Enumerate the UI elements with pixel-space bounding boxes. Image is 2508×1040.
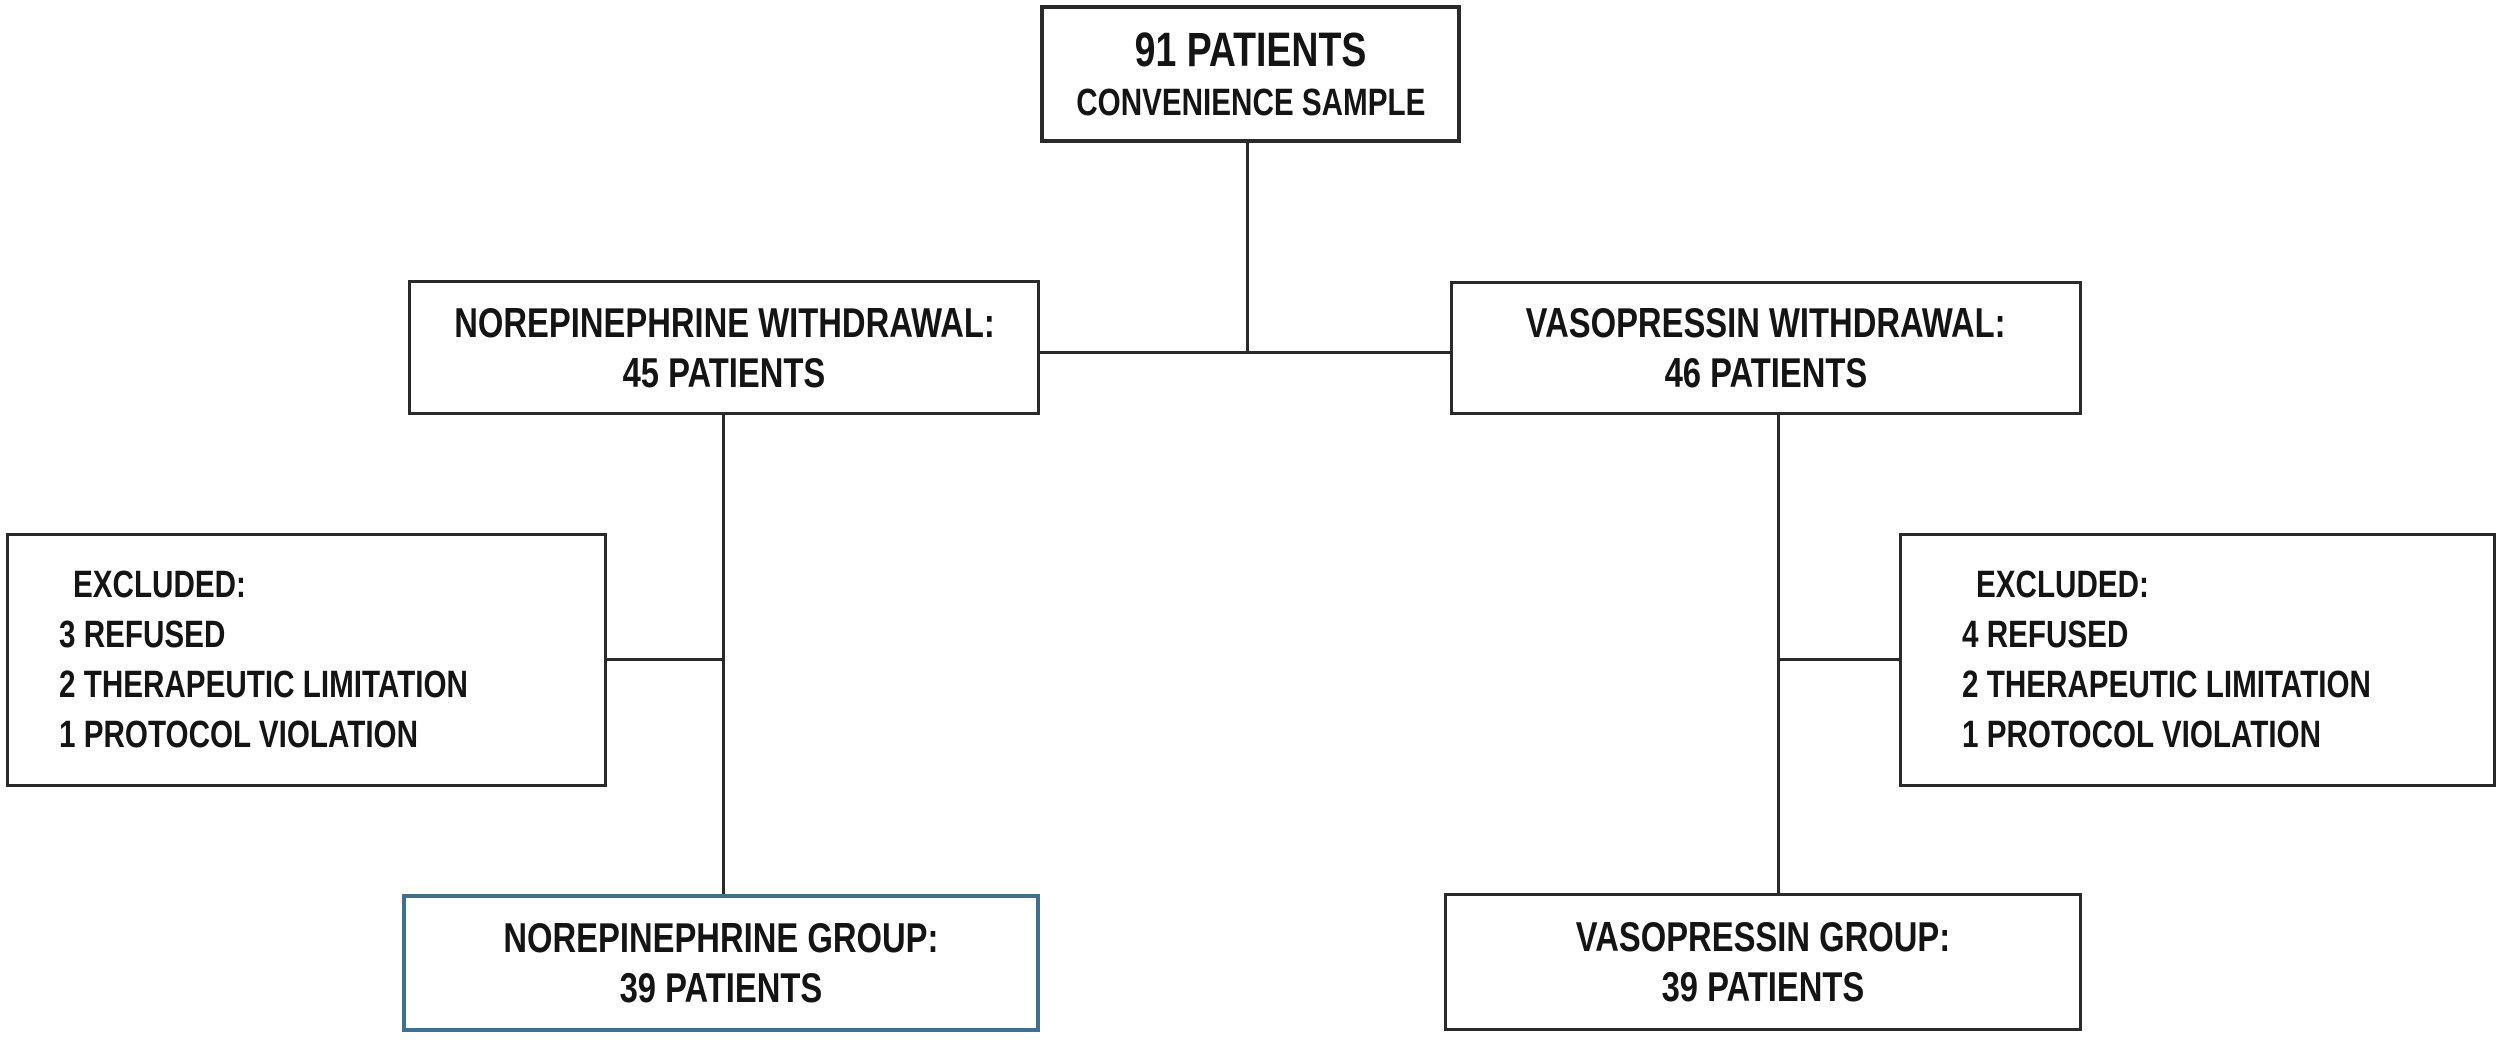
norepinephrine-excluded-item: 3 REFUSED	[59, 614, 226, 656]
vasopressin-withdrawal-count: 46 PATIENTS	[1664, 349, 1868, 396]
vasopressin-withdrawal-box: VASOPRESSIN WITHDRAWAL: 46 PATIENTS	[1450, 281, 2082, 415]
vasopressin-group-label: VASOPRESSIN GROUP:	[1575, 913, 1951, 960]
connector-vasopressin-excluded-stub	[1780, 658, 1901, 661]
vasopressin-excluded-item: 2 THERAPEUTIC LIMITATION	[1962, 664, 2371, 706]
vasopressin-group-box: VASOPRESSIN GROUP: 39 PATIENTS	[1444, 893, 2082, 1031]
norepinephrine-group-count: 39 PATIENTS	[619, 964, 823, 1011]
norepinephrine-excluded-header: EXCLUDED:	[73, 564, 246, 606]
vasopressin-excluded-header: EXCLUDED:	[1976, 564, 2149, 606]
vasopressin-excluded-item: 1 PROTOCOL VIOLATION	[1962, 714, 2322, 756]
vasopressin-excluded-item: 4 REFUSED	[1962, 614, 2129, 656]
total-patients-count: 91 PATIENTS	[1134, 24, 1367, 77]
total-sample-type: CONVENIENCE SAMPLE	[1075, 82, 1426, 124]
connector-vasopressin-vertical	[1777, 415, 1780, 893]
vasopressin-withdrawal-label: VASOPRESSIN WITHDRAWAL:	[1526, 299, 2006, 346]
norepinephrine-excluded-item: 2 THERAPEUTIC LIMITATION	[59, 664, 468, 706]
norepinephrine-excluded-box: EXCLUDED: 3 REFUSED 2 THERAPEUTIC LIMITA…	[6, 533, 607, 787]
connector-norepinephrine-excluded-stub	[605, 658, 724, 661]
norepinephrine-group-box: NOREPINEPHRINE GROUP: 39 PATIENTS	[402, 894, 1040, 1032]
vasopressin-group-count: 39 PATIENTS	[1661, 963, 1865, 1010]
norepinephrine-excluded-item: 1 PROTOCOL VIOLATION	[59, 714, 419, 756]
norepinephrine-group-label: NOREPINEPHRINE GROUP:	[503, 914, 939, 961]
vasopressin-excluded-box: EXCLUDED: 4 REFUSED 2 THERAPEUTIC LIMITA…	[1899, 533, 2496, 787]
connector-top-vertical	[1246, 142, 1249, 354]
connector-branch-horizontal	[1040, 351, 1452, 354]
connector-norepinephrine-vertical	[722, 415, 725, 894]
norepinephrine-withdrawal-box: NOREPINEPHRINE WITHDRAWAL: 45 PATIENTS	[408, 280, 1040, 415]
norepinephrine-withdrawal-count: 45 PATIENTS	[622, 348, 826, 396]
total-patients-box: 91 PATIENTS CONVENIENCE SAMPLE	[1040, 5, 1461, 143]
norepinephrine-withdrawal-label: NOREPINEPHRINE WITHDRAWAL:	[453, 298, 995, 346]
